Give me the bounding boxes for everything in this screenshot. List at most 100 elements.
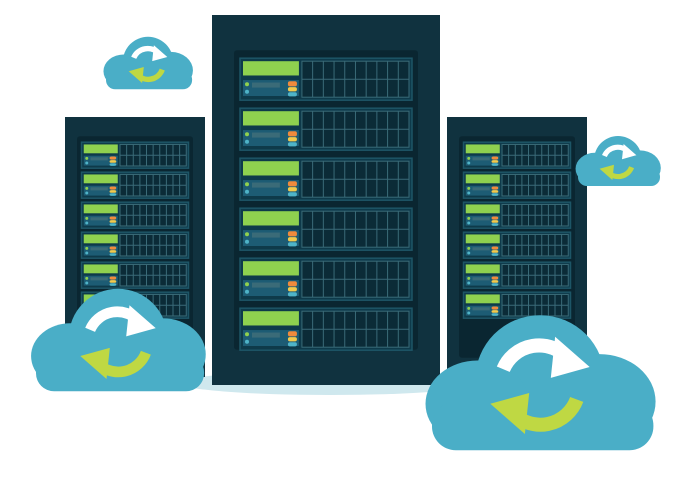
status-led-icon [245,289,249,294]
button-teal-icon [287,192,297,197]
button-yellow-icon [109,250,117,253]
status-led-icon [467,156,471,160]
button-yellow-icon [287,187,297,192]
control-panel [465,305,500,316]
status-led-icon [245,239,249,244]
server-unit [80,141,190,169]
display-screen [465,294,500,304]
status-led-icon [467,306,471,310]
button-teal-icon [109,253,117,256]
panel-bar [90,277,108,281]
button-teal-icon [287,92,297,97]
control-panel [83,215,118,226]
panel-bar [90,157,108,161]
button-yellow-icon [491,220,499,223]
status-led-icon [467,281,471,285]
button-orange-icon [491,216,499,220]
button-teal-icon [287,342,297,347]
display-screen [243,161,299,176]
status-led-icon [85,251,89,255]
button-orange-icon [287,131,297,137]
button-teal-icon [109,223,117,226]
button-orange-icon [287,181,297,187]
button-teal-icon [109,283,117,286]
server-unit [462,171,572,199]
sync-arrowhead-white-icon [152,45,168,62]
server-unit [239,307,413,351]
panel-bar [90,187,108,191]
status-led-icon [467,276,471,280]
panel-bar [252,132,280,138]
server-unit [462,291,572,319]
display-screen [243,261,299,276]
server-unit [239,207,413,251]
display-screen [243,111,299,126]
button-yellow-icon [109,190,117,193]
panel-bar [472,277,490,281]
server-unit [80,171,190,199]
control-panel [465,275,500,286]
server-unit [239,107,413,151]
status-led-icon [467,186,471,190]
button-orange-icon [109,246,117,250]
panel-bar [252,82,280,88]
panel-bar [472,157,490,161]
status-led-icon [245,332,249,337]
button-yellow-icon [287,237,297,242]
server-unit [80,201,190,229]
button-teal-icon [109,163,117,166]
display-screen [465,264,500,274]
display-screen [243,311,299,326]
status-led-icon [245,82,249,87]
button-yellow-icon [491,160,499,163]
panel-bar [472,217,490,221]
display-screen [83,264,118,274]
control-panel [83,245,118,256]
control-panel [465,245,500,256]
status-led-icon [467,221,471,225]
button-yellow-icon [109,220,117,223]
button-orange-icon [109,276,117,280]
cloud-sync-small-topleft [103,36,193,90]
cloud-sync-small-right [575,136,661,186]
button-yellow-icon [287,137,297,142]
display-screen [83,204,118,214]
button-orange-icon [287,231,297,237]
status-led-icon [85,221,89,225]
status-led-icon [85,216,89,220]
control-panel [83,185,118,196]
status-led-icon [245,139,249,144]
status-led-icon [467,191,471,195]
sync-arrowhead-lime-icon [599,164,614,180]
panel-bar [90,217,108,221]
button-teal-icon [491,283,499,286]
button-orange-icon [491,276,499,280]
server-unit [239,57,413,101]
status-led-icon [467,246,471,250]
status-led-icon [467,251,471,255]
sync-arrowhead-white-icon [550,336,590,378]
button-teal-icon [109,193,117,196]
control-panel [465,215,500,226]
button-yellow-icon [491,250,499,253]
control-panel [465,185,500,196]
button-orange-icon [491,246,499,250]
status-led-icon [85,186,89,190]
button-yellow-icon [287,287,297,292]
button-yellow-icon [491,190,499,193]
status-led-icon [85,156,89,160]
panel-bar [252,232,280,238]
display-screen [83,234,118,244]
button-teal-icon [491,193,499,196]
control-panel [465,155,500,166]
sync-arrowhead-white-icon [622,144,637,160]
button-orange-icon [287,81,297,87]
status-led-icon [245,182,249,187]
status-led-icon [245,132,249,137]
button-orange-icon [491,156,499,160]
button-orange-icon [287,331,297,337]
button-orange-icon [491,306,499,310]
button-yellow-icon [491,280,499,283]
status-led-icon [85,191,89,195]
